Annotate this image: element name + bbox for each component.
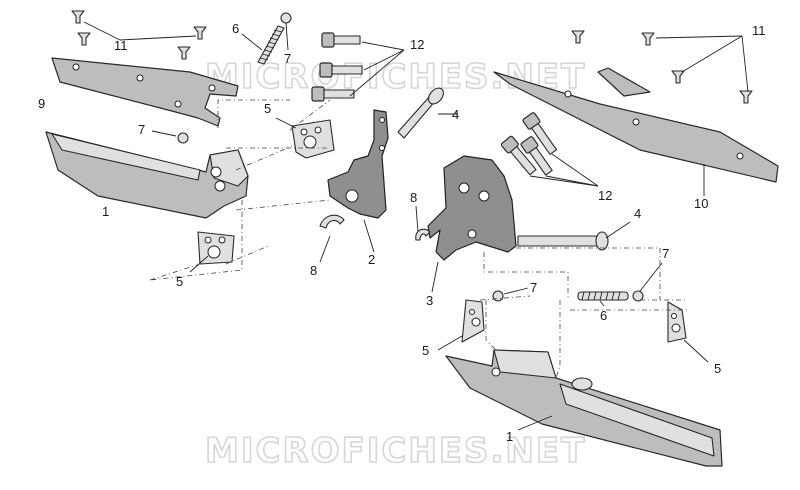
spring-left xyxy=(257,25,285,65)
callout-5-top-left: 5 xyxy=(264,101,271,116)
callout-6-left: 6 xyxy=(232,21,239,36)
callout-5-bottom-left: 5 xyxy=(176,274,183,289)
callout-3: 3 xyxy=(426,293,433,308)
cam-plate-lower-left xyxy=(197,231,235,265)
callout-9: 9 xyxy=(38,96,45,111)
screw-icon xyxy=(571,30,585,44)
detent-ball-right xyxy=(632,290,644,302)
footrest-plate-right xyxy=(493,67,779,183)
callout-7-right-mid: 7 xyxy=(530,280,537,295)
screw-icon xyxy=(739,90,753,104)
callout-7-top-left: 7 xyxy=(284,51,291,66)
bracket-left xyxy=(327,109,389,219)
callout-7-right-top: 7 xyxy=(662,246,669,261)
screw-icon xyxy=(177,46,191,60)
callout-7-mid-left: 7 xyxy=(138,122,145,137)
bracket-right xyxy=(427,155,517,261)
callout-11-right: 11 xyxy=(752,23,766,38)
cam-plate-right-left xyxy=(461,299,485,343)
watermark-top: MICROFICHES.NET xyxy=(205,57,586,97)
callout-6-right: 6 xyxy=(600,308,607,323)
screw-icon xyxy=(671,70,685,84)
callout-4-left: 4 xyxy=(452,107,459,122)
screw-icon xyxy=(71,10,85,24)
callout-5-right-left: 5 xyxy=(422,343,429,358)
callout-5-right-right: 5 xyxy=(714,361,721,376)
screw-icon xyxy=(641,32,655,46)
callout-1-right: 1 xyxy=(506,429,513,444)
callout-12-left: 12 xyxy=(410,37,424,52)
callout-12-right: 12 xyxy=(598,188,612,203)
bolt-group-right xyxy=(500,112,558,176)
footpeg-left xyxy=(45,131,249,219)
screw-group-right xyxy=(571,30,753,104)
spring-right xyxy=(577,291,629,301)
screw-icon xyxy=(77,32,91,46)
callout-4-right: 4 xyxy=(634,206,641,221)
circlip-left xyxy=(319,214,345,229)
detent-ball-top-left xyxy=(280,12,292,24)
circlip-right xyxy=(415,228,431,241)
pivot-pin-left xyxy=(397,87,444,139)
detent-ball-right-mid xyxy=(492,290,504,302)
bolt-group-left xyxy=(311,32,363,102)
pivot-pin-right xyxy=(517,231,609,251)
callout-10: 10 xyxy=(694,196,708,211)
callout-2: 2 xyxy=(368,252,375,267)
cam-plate-right-right xyxy=(667,301,687,343)
screw-icon xyxy=(193,26,207,40)
footpeg-right xyxy=(445,349,723,467)
footrest-plate-left xyxy=(51,57,239,127)
callout-11-left: 11 xyxy=(114,38,128,53)
detent-ball-mid-left xyxy=(177,132,189,144)
cam-plate-upper-left xyxy=(291,119,335,159)
callout-8-right: 8 xyxy=(410,190,417,205)
callout-8-left: 8 xyxy=(310,263,317,278)
watermark-bottom: MICROFICHES.NET xyxy=(205,431,586,471)
screw-group-left xyxy=(71,10,207,60)
callout-1-left: 1 xyxy=(102,204,109,219)
